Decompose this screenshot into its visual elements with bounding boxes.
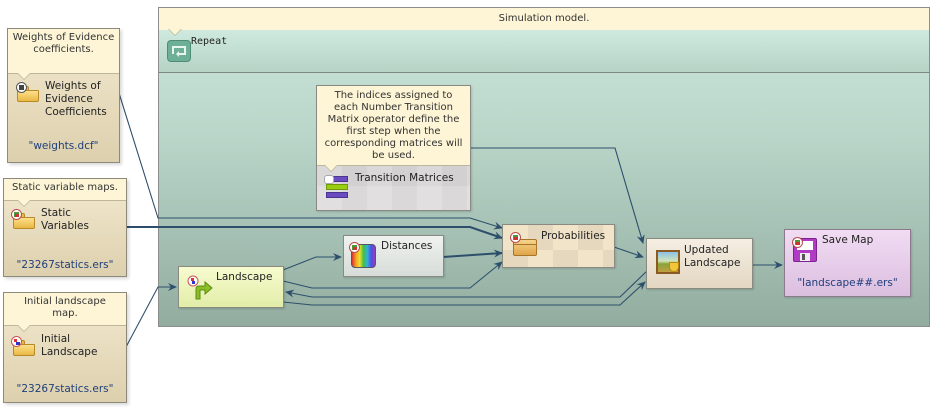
repeat-icon — [167, 40, 191, 62]
static-filename[interactable]: "23267statics.ers" — [16, 259, 114, 271]
distances-label: Distances — [381, 240, 433, 252]
load-static-variables-box[interactable]: Static variable maps. Static Variables "… — [3, 178, 127, 277]
landscape-patcher-icon — [656, 250, 680, 274]
weights-title-line: Evidence — [45, 93, 93, 105]
updated-landscape-node[interactable]: Updated Landscape — [646, 238, 753, 289]
probabilities-label: Probabilities — [541, 230, 606, 242]
probabilities-node[interactable]: Probabilities — [502, 224, 615, 268]
weights-title-line: Coefficients — [45, 106, 107, 118]
mux-categorical-map-icon — [187, 275, 213, 301]
save-map-icon — [792, 237, 817, 262]
save-map-node[interactable]: Save Map "landscape##.ers" — [784, 229, 911, 297]
save-map-filename[interactable]: "landscape##.ers" — [797, 277, 898, 289]
transition-matrices-label: Transition Matrices — [355, 172, 454, 184]
static-title-line: Variables — [41, 220, 89, 232]
distances-node[interactable]: Distances — [343, 235, 444, 277]
load-weights-box[interactable]: Weights of Evidence coefficients. Weight… — [7, 28, 120, 163]
initial-title-line: Landscape — [41, 346, 98, 358]
landscape-label: Landscape — [216, 271, 273, 283]
updated-label-line: Updated — [684, 244, 729, 256]
note-pointer-fill — [18, 325, 30, 331]
note-pointer-fill — [18, 200, 30, 206]
landscape-mux-node[interactable]: Landscape — [178, 266, 284, 308]
repeat-container-header[interactable]: Repeat — [159, 29, 929, 73]
note-pointer-fill — [18, 73, 30, 79]
initial-note: Initial landscape map. — [4, 293, 126, 326]
note-pointer-fill — [325, 165, 337, 171]
probability-map-icon — [510, 232, 537, 256]
simulation-model-note: Simulation model. — [159, 8, 929, 31]
load-map-icon — [11, 209, 35, 229]
load-categorical-map-icon — [11, 336, 35, 356]
save-map-label: Save Map — [822, 234, 874, 246]
initial-title-line: Initial — [41, 333, 71, 345]
updated-label-line: Landscape — [684, 257, 741, 269]
load-weights-icon — [16, 82, 39, 102]
weights-title-line: Weights of — [45, 80, 101, 92]
repeat-label: Repeat — [191, 36, 228, 47]
note-pointer-fill — [169, 29, 181, 35]
transition-matrices-icon — [324, 175, 348, 198]
initial-filename[interactable]: "23267statics.ers" — [16, 383, 114, 395]
distance-map-icon — [349, 242, 376, 268]
load-initial-landscape-box[interactable]: Initial landscape map. Initial Landscape… — [3, 292, 127, 403]
weights-note: Weights of Evidence coefficients. — [8, 29, 119, 74]
static-note: Static variable maps. — [4, 179, 126, 201]
transition-matrices-node[interactable]: The indices assigned to each Number Tran… — [316, 85, 471, 211]
transition-note: The indices assigned to each Number Tran… — [317, 86, 470, 166]
static-title-line: Static — [41, 207, 72, 219]
weights-filename[interactable]: "weights.dcf" — [28, 140, 99, 152]
